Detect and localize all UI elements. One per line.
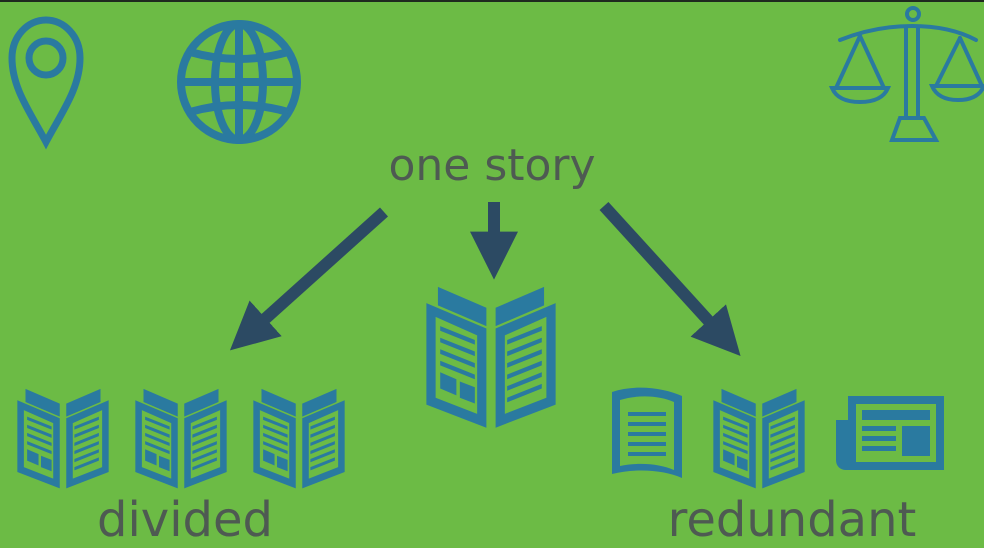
diagram-title: one story: [388, 140, 596, 191]
globe-icon: [177, 20, 301, 144]
magazine-icon: [612, 387, 682, 478]
open-book-icon: [135, 388, 227, 489]
arrow-right: [599, 201, 741, 356]
open-book-icon: [713, 388, 805, 489]
arrow-left: [229, 207, 389, 351]
open-book-icon: [426, 286, 556, 428]
open-book-icon: [17, 388, 109, 489]
newspaper-icon: [836, 396, 944, 470]
open-book-icon: [253, 388, 345, 489]
location-pin-icon: [8, 16, 84, 150]
scales-of-justice-icon: [828, 6, 984, 142]
label-redundant: redundant: [667, 492, 917, 548]
label-divided: divided: [96, 492, 273, 548]
